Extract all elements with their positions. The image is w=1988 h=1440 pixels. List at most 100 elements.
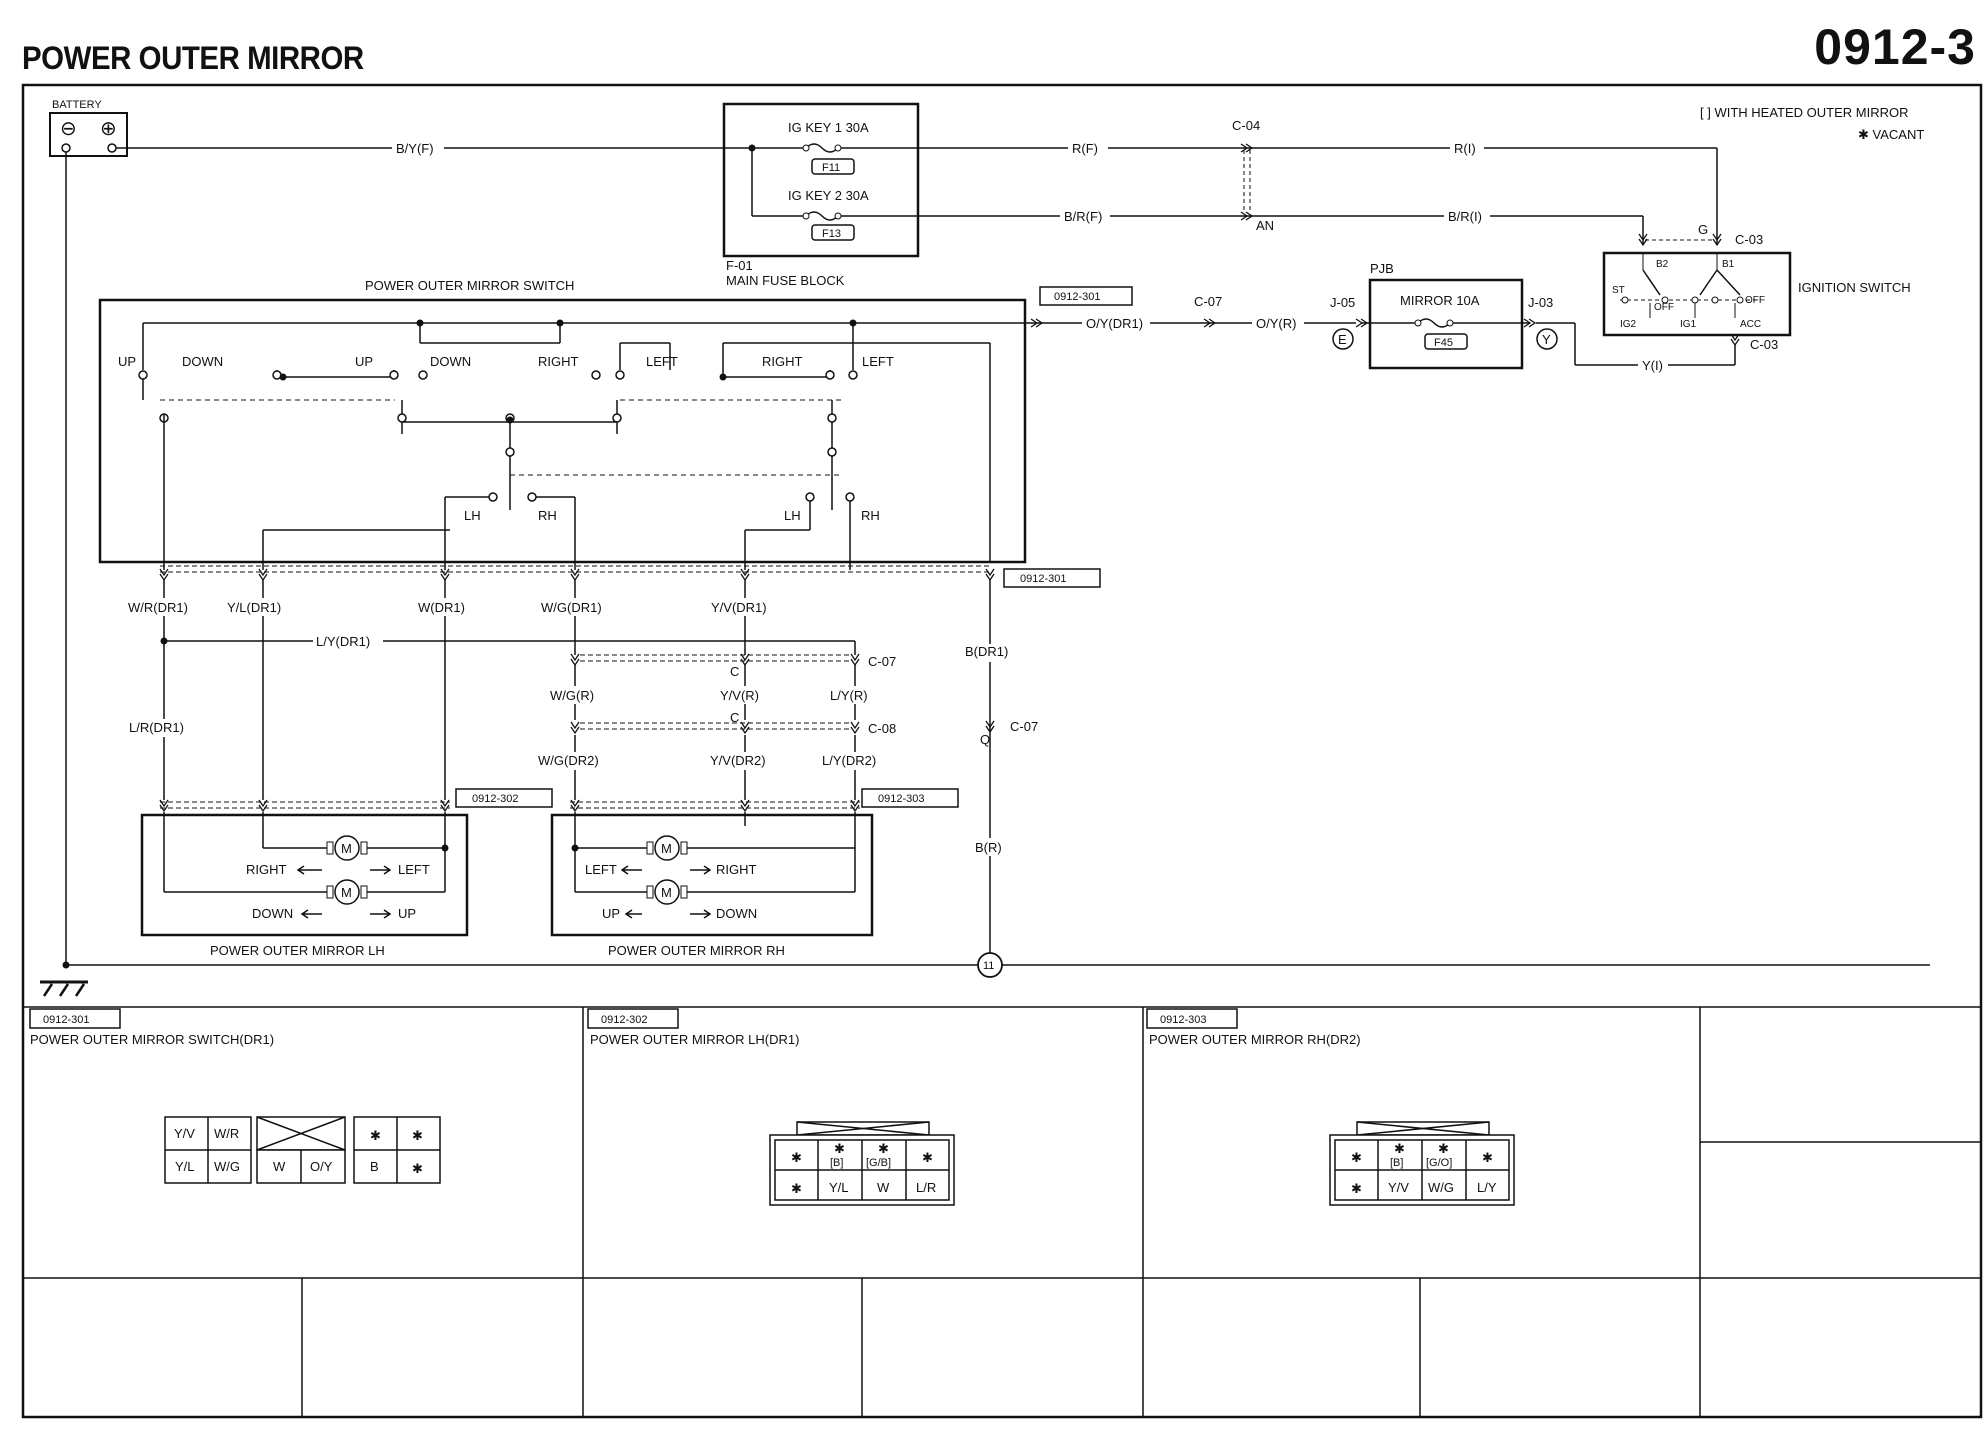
connector-label: C-07	[1194, 294, 1222, 309]
motor-icon: M	[341, 885, 352, 900]
connector-view-title: POWER OUTER MIRROR SWITCH(DR1)	[30, 1032, 274, 1047]
component-name: POWER OUTER MIRROR LH	[210, 943, 385, 958]
connector-c07-c08: C-07 C C-08 C C-07 Q	[570, 653, 1038, 747]
page-number: 0912-3	[1814, 19, 1976, 75]
pin-label: ✱	[412, 1161, 423, 1176]
pin-label: ✱	[878, 1141, 889, 1156]
fuse-block-name: MAIN FUSE BLOCK	[726, 273, 845, 288]
switch-position-label: RIGHT	[538, 354, 579, 369]
terminal-label: ACC	[1740, 319, 1761, 330]
pin-label: ✱	[791, 1181, 802, 1196]
power-outer-mirror-rh: M M LEFT RIGHT UP DOWN POWER OUTER MIRRO…	[550, 812, 874, 958]
ref-box: 0912-301	[1020, 573, 1067, 585]
wire-label: O/Y(DR1)	[1086, 316, 1143, 331]
connector-view-code: 0912-303	[1160, 1014, 1207, 1026]
pin-label: [G/O]	[1426, 1157, 1452, 1169]
connector-label: C	[730, 664, 739, 679]
switch-name: POWER OUTER MIRROR SWITCH	[365, 278, 574, 293]
switch-position-label: DOWN	[182, 354, 223, 369]
connector-view-title: POWER OUTER MIRROR RH(DR2)	[1149, 1032, 1361, 1047]
wire-label: L/Y(R)	[830, 688, 868, 703]
connector-label: AN	[1256, 218, 1274, 233]
wire-label: R(F)	[1072, 141, 1098, 156]
ref-box: 0912-302	[472, 793, 519, 805]
pin-label: ✱	[412, 1128, 423, 1143]
pin-label: Y/L	[829, 1180, 849, 1195]
pin-label: ✱	[791, 1150, 802, 1165]
pin-label: W/R	[214, 1126, 239, 1141]
fuse-label: IG KEY 1 30A	[788, 120, 869, 135]
power-outer-mirror-lh: M M RIGHT LEFT DOWN UP POWER OUTER MIRRO…	[140, 812, 469, 958]
wire-label: B/Y(F)	[396, 141, 434, 156]
connector-label: J-03	[1528, 295, 1553, 310]
connector-label: Y	[1542, 332, 1551, 347]
switch-position-label: UP	[355, 354, 373, 369]
connector-view-code: 0912-301	[43, 1014, 90, 1026]
pin-label: ✱	[834, 1141, 845, 1156]
fuse-id: F11	[822, 162, 840, 174]
direction-label: RIGHT	[246, 862, 287, 877]
connector-0912-303: 0912-303	[570, 788, 959, 812]
battery: BATTERY ⊖ ⊕	[49, 99, 128, 157]
battery-label: BATTERY	[52, 99, 102, 111]
switch-position-labels: UP DOWN UP DOWN RIGHT LEFT RIGHT LEFT LH…	[118, 354, 894, 523]
pin-label: W/G	[1428, 1180, 1454, 1195]
connector-label: C-03	[1735, 232, 1763, 247]
motor-icon: M	[341, 841, 352, 856]
wire-label: Y/V(DR2)	[710, 753, 766, 768]
direction-label: DOWN	[252, 906, 293, 921]
pin-label: ✱	[370, 1128, 381, 1143]
pin-label: ✱	[1351, 1150, 1362, 1165]
wire-label: O/Y(R)	[1256, 316, 1296, 331]
terminal-label: IG2	[1620, 319, 1637, 330]
direction-label: UP	[602, 906, 620, 921]
pjb-label: PJB	[1370, 261, 1394, 276]
terminal-label: B1	[1722, 259, 1735, 270]
wire-label: Y(I)	[1642, 358, 1663, 373]
wire-label: Y/V(DR1)	[711, 600, 767, 615]
connector-view-title: POWER OUTER MIRROR LH(DR1)	[590, 1032, 799, 1047]
pin-label: ✱	[1438, 1141, 1449, 1156]
motor-icon: M	[661, 841, 672, 856]
connector-label: G	[1698, 222, 1708, 237]
switch-position-label: LH	[464, 508, 481, 523]
pin-label: ✱	[922, 1150, 933, 1165]
wire-label: W/G(R)	[550, 688, 594, 703]
pin-label: Y/V	[174, 1126, 195, 1141]
wire-label: B/R(I)	[1448, 209, 1482, 224]
wire-label: W/R(DR1)	[128, 600, 188, 615]
connector-label: C	[730, 710, 739, 725]
pin-label: W/G	[214, 1159, 240, 1174]
connector-label: C-08	[868, 721, 896, 736]
connector-label: C-07	[868, 654, 896, 669]
pin-label: Y/V	[1388, 1180, 1409, 1195]
pin-label: O/Y	[310, 1159, 333, 1174]
connector-views-grid	[23, 1006, 1981, 1417]
direction-label: LEFT	[585, 862, 617, 877]
connector-view-0912-303: 0912-303 POWER OUTER MIRROR RH(DR2) ✱ ✱ …	[1146, 1008, 1515, 1206]
wire-label: L/Y(DR2)	[822, 753, 876, 768]
wire-label: B(DR1)	[965, 644, 1008, 659]
connector-view-code: 0912-302	[601, 1014, 648, 1026]
connector-0912-302: 0912-302	[159, 788, 553, 812]
switch-position-label: LEFT	[862, 354, 894, 369]
pin-label: ✱	[1351, 1181, 1362, 1196]
wire-label: Y/L(DR1)	[227, 600, 281, 615]
wire-label: W/G(DR2)	[538, 753, 599, 768]
wire-label: B(R)	[975, 840, 1002, 855]
ref-box: 0912-301	[1054, 291, 1101, 303]
connector-0912-301-bottom: 0912-301	[159, 565, 1101, 588]
pin-label: [G/B]	[866, 1157, 891, 1169]
direction-label: UP	[398, 906, 416, 921]
battery-minus-icon: ⊖	[60, 118, 77, 140]
page-title: POWER OUTER MIRROR	[22, 40, 364, 76]
pin-label: ✱	[1482, 1150, 1493, 1165]
switch-position-label: UP	[118, 354, 136, 369]
terminal-label: ST	[1612, 285, 1625, 296]
pin-label: W	[273, 1159, 286, 1174]
main-fuse-block: IG KEY 1 30A IG KEY 2 30A F11 F13 F-01 M…	[722, 102, 920, 288]
connector-view-0912-301: 0912-301 POWER OUTER MIRROR SWITCH(DR1) …	[29, 1008, 441, 1184]
ignition-switch-label: IGNITION SWITCH	[1798, 280, 1911, 295]
pin-label: L/Y	[1477, 1180, 1497, 1195]
